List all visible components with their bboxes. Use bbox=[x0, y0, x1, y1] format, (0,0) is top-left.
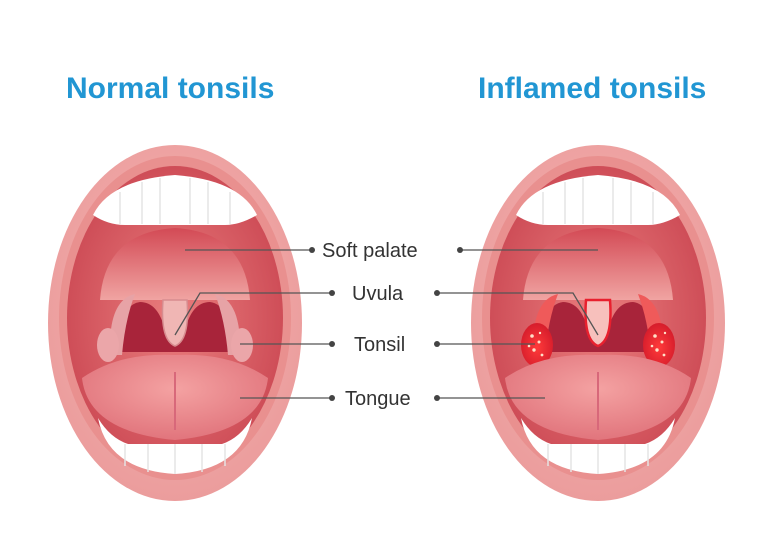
uvula-inflamed bbox=[584, 298, 612, 348]
tonsil-left bbox=[97, 328, 119, 362]
label-tongue: Tongue bbox=[345, 388, 411, 410]
label-uvula: Uvula bbox=[352, 283, 404, 305]
mouth-inflamed bbox=[471, 145, 725, 501]
title-normal-tonsils: Normal tonsils bbox=[66, 72, 275, 105]
upper-teeth bbox=[516, 175, 680, 225]
label-tonsil: Tonsil bbox=[354, 334, 405, 356]
pus-spots bbox=[527, 331, 667, 357]
title-inflamed-tonsils: Inflamed tonsils bbox=[478, 72, 707, 105]
leader-dots bbox=[309, 247, 463, 401]
soft-palate bbox=[523, 228, 673, 300]
tonsil-right bbox=[231, 328, 253, 362]
throat bbox=[119, 302, 231, 352]
label-soft-palate: Soft palate bbox=[322, 240, 418, 262]
mouth-normal bbox=[48, 145, 302, 501]
throat bbox=[542, 302, 654, 352]
tonsil-left-inflamed bbox=[521, 323, 553, 367]
upper-teeth bbox=[93, 175, 257, 225]
soft-palate bbox=[100, 228, 250, 300]
tonsil-right-inflamed bbox=[643, 323, 675, 367]
leader-lines bbox=[174, 249, 599, 399]
